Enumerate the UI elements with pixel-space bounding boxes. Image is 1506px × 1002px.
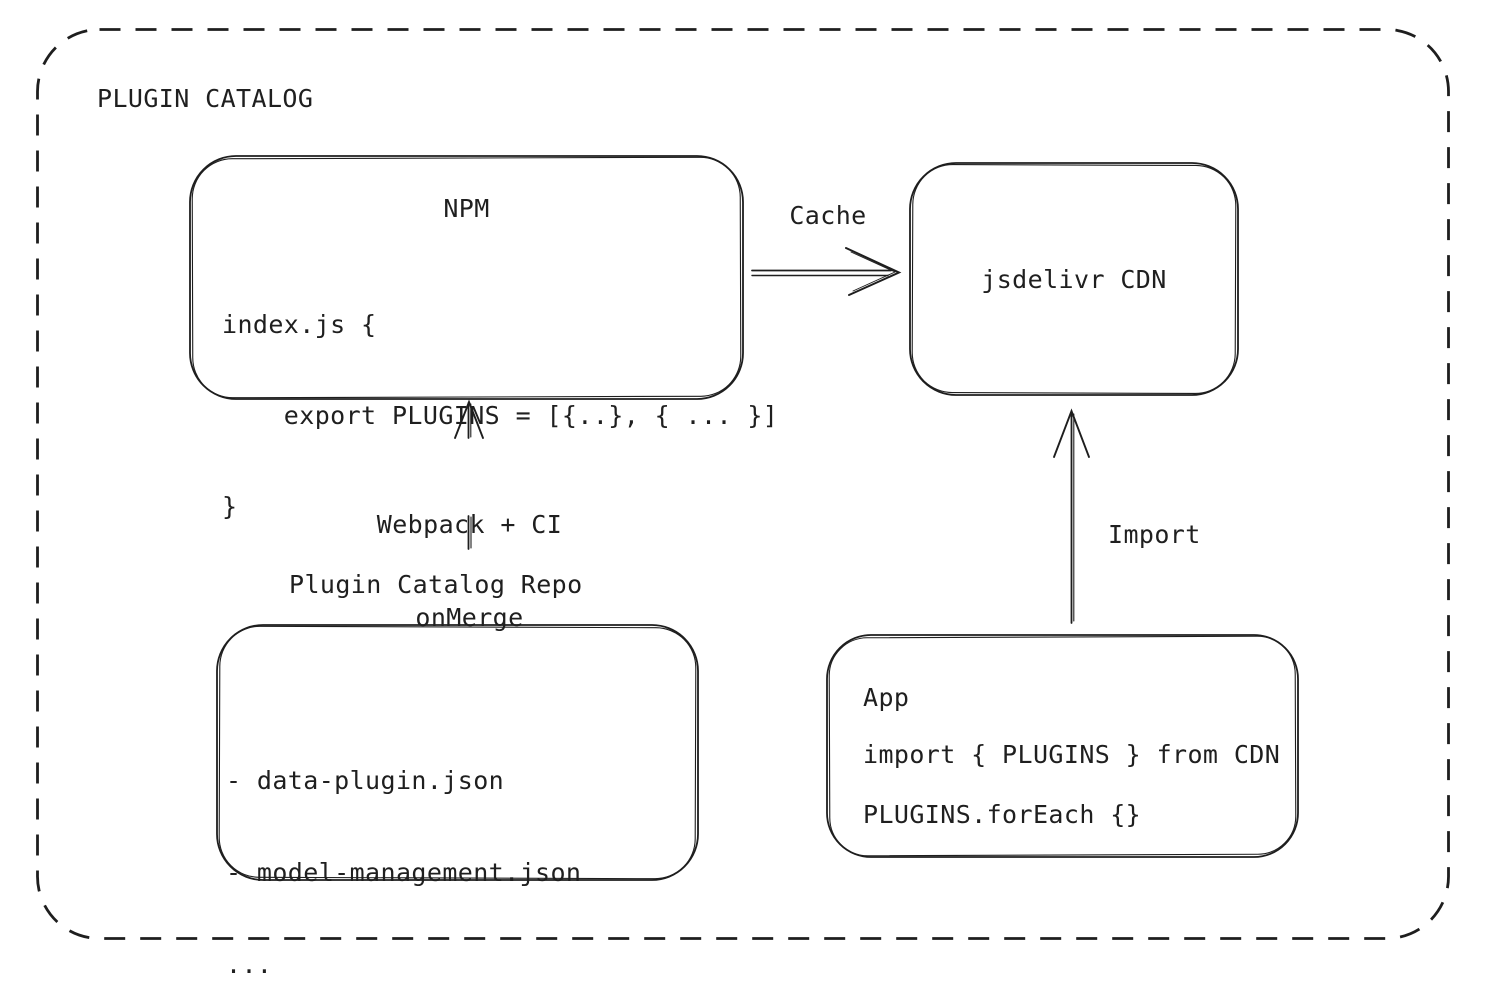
cache-arrow-label: Cache xyxy=(789,201,867,230)
repo-box xyxy=(216,624,699,881)
repo-box-label: Plugin Catalog Repo xyxy=(289,570,583,599)
plugin-catalog-boundary xyxy=(36,28,1450,940)
app-box-title: App xyxy=(863,683,910,712)
repo-file-list: - data-plugin.json - model-management.js… xyxy=(226,706,581,1002)
app-code-line: import { PLUGINS } from CDN xyxy=(863,740,1281,769)
diagram-title: PLUGIN CATALOG xyxy=(97,84,314,113)
import-arrow xyxy=(1053,408,1090,624)
repo-file-item: - data-plugin.json xyxy=(226,766,505,795)
npm-box xyxy=(189,155,744,400)
build-arrow-label-line2: onMerge xyxy=(415,603,524,632)
npm-code-line: export PLUGINS = [{..}, { ... }] xyxy=(222,401,779,430)
app-box xyxy=(826,634,1299,858)
npm-code-block: index.js { export PLUGINS = [{..}, { ...… xyxy=(222,250,778,581)
npm-code-line: } xyxy=(222,492,238,521)
npm-code-line: index.js { xyxy=(222,310,377,339)
import-arrow-label: Import xyxy=(1108,520,1201,549)
app-code-line: PLUGINS.forEach {} xyxy=(863,800,1142,829)
build-arrow-label-line1: Webpack + CI xyxy=(376,510,563,539)
cdn-box-title: jsdelivr CDN xyxy=(981,265,1167,294)
npm-box-title: NPM xyxy=(443,194,490,223)
build-arrow xyxy=(454,399,484,550)
build-arrow-label: Webpack + CI onMerge xyxy=(331,447,608,695)
repo-file-item: - model-management.json xyxy=(226,858,582,887)
cache-arrow xyxy=(751,247,902,296)
cdn-box xyxy=(909,162,1239,396)
repo-file-item: ... xyxy=(226,950,273,979)
